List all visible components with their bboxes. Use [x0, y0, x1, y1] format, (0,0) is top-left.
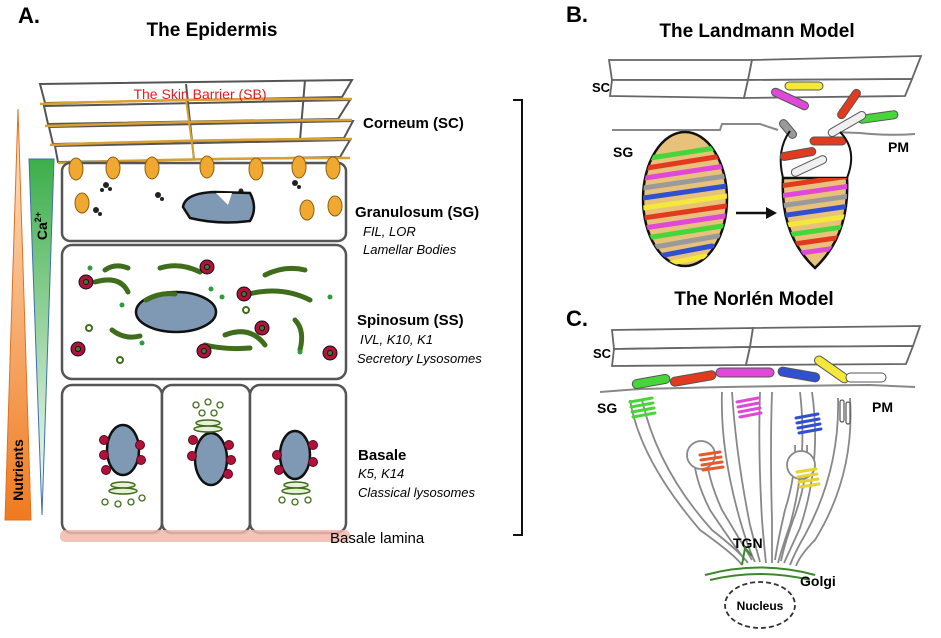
layer-basale-label: Basale [358, 447, 406, 464]
calcium-label-sup: 2+ [33, 212, 43, 222]
layer-basale-detail-1: K5, K14 [358, 466, 404, 481]
norlen-lamellae-yellow [795, 467, 821, 489]
panel-b-letter: B. [566, 2, 588, 27]
spinosum-secretory-lysosomes [70, 259, 338, 361]
basale-lamina-label: Basale lamina [330, 530, 425, 547]
norlen-nucleus-label: Nucleus [737, 599, 784, 613]
landmann-released-lipids [770, 81, 899, 146]
nutrients-label: Nutrients [10, 439, 26, 501]
landmann-sg-label: SG [613, 144, 633, 160]
norlen-pm-label: PM [872, 399, 893, 415]
norlen-lamellae-white [839, 399, 851, 425]
nutrients-gradient [4, 108, 32, 521]
basale-lysosomes [99, 435, 318, 479]
landmann-lamellae-1 [643, 145, 727, 266]
spinosum-vesicles [87, 265, 333, 355]
landmann-plasma-membrane [612, 123, 916, 136]
norlen-tgn-label: TGN [733, 535, 763, 551]
norlen-corneum [610, 325, 922, 367]
norlen-sg-label: SG [597, 400, 617, 416]
basale-vesicle-rings [101, 398, 312, 508]
panel-a: A. The Epidermis Nutrients Ca2+ The Skin… [4, 3, 523, 547]
landmann-sc-label: SC [592, 80, 611, 95]
layer-basale-detail-2: Classical lysosomes [358, 485, 476, 500]
panel-b-title: The Landmann Model [659, 21, 854, 42]
calcium-gradient [28, 158, 55, 516]
layer-spinosum-label: Spinosum (SS) [357, 312, 464, 329]
basale-lamina-band [60, 530, 350, 542]
layer-granulosum-detail-1: FIL, LOR [363, 224, 416, 239]
panel-c-title: The Norlén Model [674, 289, 833, 310]
skin-barrier-label: The Skin Barrier (SB) [133, 86, 266, 102]
panel-a-letter: A. [18, 3, 40, 28]
basale-golgi [108, 419, 311, 495]
lamellar-granules [68, 155, 343, 221]
norlen-nucleus [724, 581, 796, 629]
epidermis-bracket [513, 99, 523, 536]
landmann-arrowhead [766, 207, 777, 219]
spinosum-small-rings [85, 306, 250, 364]
norlen-lamellae-magenta [735, 396, 763, 419]
norlen-lamellae-green [628, 396, 657, 419]
panel-c: C. The Norlén Model SC SG PM [566, 289, 922, 629]
norlen-golgi-label: Golgi [800, 573, 836, 589]
norlen-lamellae-blue [794, 412, 823, 435]
calcium-label: Ca2+ [33, 212, 50, 240]
landmann-corneum [607, 55, 923, 99]
layer-corneum-label: Corneum (SC) [363, 115, 464, 132]
layer-granulosum-label: Granulosum (SG) [355, 204, 479, 221]
norlen-golgi [704, 545, 816, 581]
layer-spinosum-detail-1: IVL, K10, K1 [360, 332, 433, 347]
norlen-extracellular-lipids [631, 355, 887, 390]
panel-c-letter: C. [566, 306, 588, 331]
landmann-pm-label: PM [888, 139, 909, 155]
panel-b: B. The Landmann Model SC SG PM [566, 2, 923, 270]
layer-granulosum-detail-2: Lamellar Bodies [363, 242, 457, 257]
layer-spinosum-detail-2: Secretory Lysosomes [357, 351, 482, 366]
granulosum-nucleus [181, 190, 256, 224]
panel-a-title: The Epidermis [147, 20, 278, 41]
norlen-plasma-membrane [599, 383, 916, 393]
basale-nuclei [105, 423, 312, 487]
keratohyalin-granules [93, 180, 301, 216]
landmann-fusion-neck [779, 130, 853, 179]
norlen-sc-label: SC [593, 346, 612, 361]
norlen-lamellae-red [698, 450, 725, 472]
landmann-escaping-lipids [779, 147, 828, 177]
calcium-label-base: Ca [34, 222, 50, 240]
